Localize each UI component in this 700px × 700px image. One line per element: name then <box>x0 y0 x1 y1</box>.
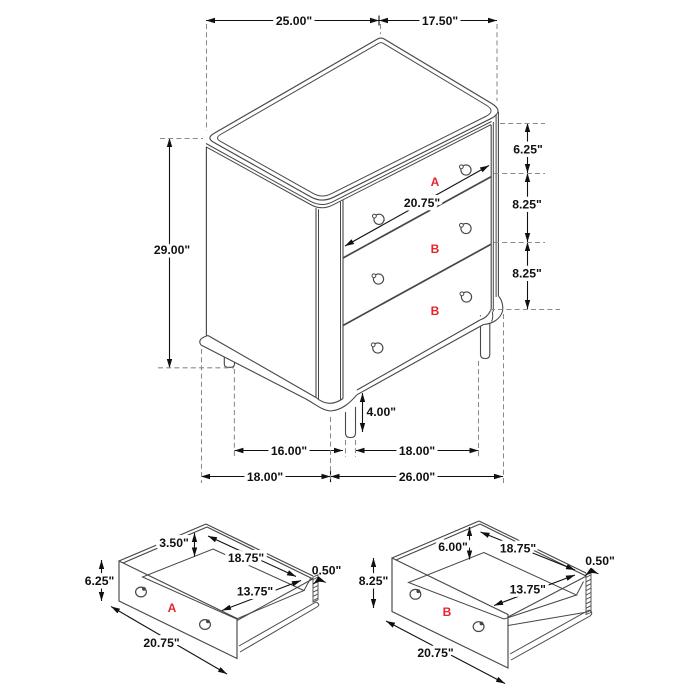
svg-text:29.00": 29.00" <box>154 243 190 257</box>
svg-text:18.00": 18.00" <box>399 444 435 458</box>
svg-text:20.75": 20.75" <box>404 196 440 210</box>
svg-text:13.75": 13.75" <box>510 583 546 597</box>
svg-text:0.50": 0.50" <box>585 554 615 568</box>
svg-text:A: A <box>168 601 177 615</box>
svg-text:20.75": 20.75" <box>143 636 179 650</box>
svg-text:A: A <box>431 175 440 189</box>
svg-text:16.00": 16.00" <box>271 444 307 458</box>
svg-text:8.25": 8.25" <box>512 267 542 281</box>
svg-text:8.25": 8.25" <box>359 574 389 588</box>
svg-text:20.75": 20.75" <box>417 646 453 660</box>
svg-text:6.25": 6.25" <box>85 574 115 588</box>
svg-text:18.75": 18.75" <box>228 551 264 565</box>
svg-text:25.00": 25.00" <box>276 14 312 28</box>
svg-text:26.00": 26.00" <box>399 470 435 484</box>
svg-text:4.00": 4.00" <box>367 405 397 419</box>
svg-text:6.00": 6.00" <box>438 540 468 554</box>
svg-text:B: B <box>431 304 440 318</box>
svg-text:17.50": 17.50" <box>422 14 458 28</box>
svg-text:6.25": 6.25" <box>513 143 543 157</box>
svg-text:B: B <box>431 242 440 256</box>
svg-text:8.25": 8.25" <box>512 198 542 212</box>
svg-text:0.50": 0.50" <box>312 564 342 578</box>
svg-text:13.75": 13.75" <box>237 585 273 599</box>
svg-text:B: B <box>443 605 452 619</box>
svg-text:3.50": 3.50" <box>159 536 189 550</box>
svg-text:18.75": 18.75" <box>500 542 536 556</box>
svg-text:18.00": 18.00" <box>247 470 283 484</box>
